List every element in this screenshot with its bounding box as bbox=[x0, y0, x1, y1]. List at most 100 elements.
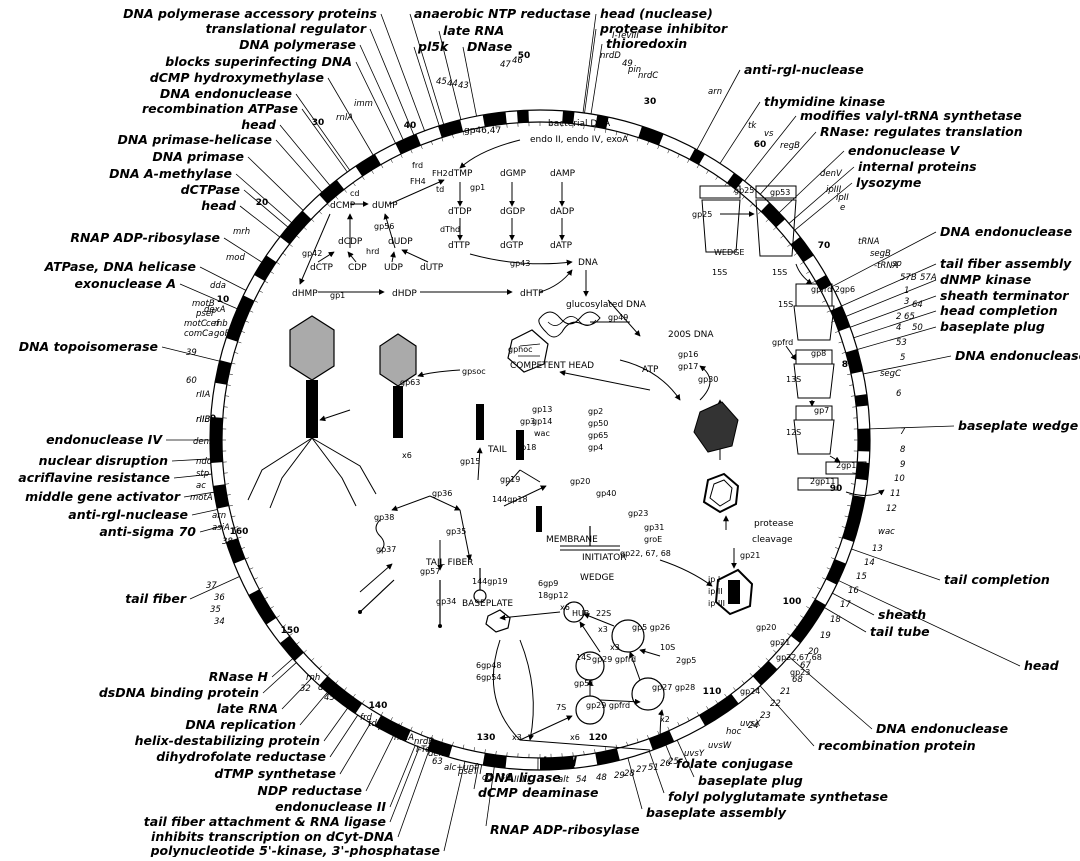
ring-tick bbox=[336, 196, 339, 199]
pathway-label: glucosylated DNA bbox=[566, 300, 647, 310]
gene-product-label: gp43 bbox=[510, 259, 530, 268]
gene-product-label: groE bbox=[644, 535, 662, 544]
gene-product-label: 18gp12 bbox=[538, 591, 569, 600]
function-label: DNA topoisomerase bbox=[19, 339, 158, 354]
function-label: helix-destabilizing protein bbox=[135, 733, 320, 748]
ring-tick bbox=[716, 700, 718, 703]
gene-product-label: FH4 bbox=[410, 177, 426, 186]
gene-segment bbox=[842, 495, 865, 542]
gene-mark: rIIA bbox=[196, 390, 211, 400]
gene-mark: 11 bbox=[890, 489, 901, 499]
leader-line bbox=[390, 745, 415, 807]
function-label: middle gene activator bbox=[25, 489, 181, 504]
ring-tick bbox=[411, 727, 413, 731]
gene-mark: 63 bbox=[432, 757, 443, 767]
gene-mark: 19 bbox=[820, 631, 831, 641]
ring-tick bbox=[227, 495, 231, 496]
arrow-to-prohead bbox=[660, 560, 712, 586]
ring-tick bbox=[442, 739, 443, 743]
function-label: RNAP ADP-ribosylase bbox=[70, 230, 220, 245]
gene-product-label: gp65 bbox=[588, 431, 608, 440]
arrow-full-head-to-competent bbox=[560, 372, 650, 390]
function-label: dTMP synthetase bbox=[214, 766, 336, 781]
function-label: internal proteins bbox=[858, 159, 977, 174]
function-label: head bbox=[1024, 658, 1060, 673]
ring-tick bbox=[847, 505, 851, 506]
complete-phage-left bbox=[248, 316, 376, 508]
ring-tick bbox=[344, 687, 346, 690]
map-position-tick: 150 bbox=[281, 626, 300, 636]
ring-tick bbox=[706, 706, 708, 709]
left-function-labels: DNA polymerase accessory proteinstransla… bbox=[18, 6, 440, 857]
ring-tick bbox=[241, 331, 245, 332]
gene-mark: 7 bbox=[900, 427, 906, 437]
gene-product-label: 7S bbox=[556, 703, 566, 712]
gene-product-label: WEDGE bbox=[714, 248, 744, 257]
ring-tick bbox=[265, 281, 268, 283]
gene-mark: rnlA bbox=[336, 113, 353, 123]
gene-mark: 25 bbox=[668, 757, 679, 767]
gene-mark: 12 bbox=[886, 504, 897, 514]
gene-product-label: cd bbox=[350, 189, 359, 198]
ring-tick bbox=[616, 745, 617, 749]
gene-mark: 57A bbox=[920, 273, 937, 283]
gene-product-label: ip II bbox=[708, 587, 723, 596]
gene-mark: 43 bbox=[458, 81, 469, 91]
gene-mark: 47 bbox=[500, 60, 511, 70]
function-label: anti-sigma 70 bbox=[99, 524, 196, 539]
pathway-label: dUTP bbox=[420, 263, 444, 273]
gene-product-label: gp38 bbox=[374, 513, 394, 522]
gene-mark: 13 bbox=[872, 544, 883, 554]
gene-mark: motA bbox=[190, 493, 213, 503]
function-label: pl5k bbox=[417, 39, 449, 54]
leader-line bbox=[583, 14, 596, 113]
pathway-label: dAMP bbox=[550, 169, 576, 179]
gene-mark: 57B bbox=[900, 273, 917, 283]
ring-tick bbox=[849, 385, 853, 386]
gene-mark: dda bbox=[318, 683, 334, 693]
ring-tick bbox=[231, 516, 235, 517]
gene-segment bbox=[517, 110, 529, 123]
ring-tick bbox=[238, 537, 242, 538]
gene-product-label: frd bbox=[412, 161, 423, 170]
ring-tick bbox=[234, 352, 238, 353]
ring-tick bbox=[229, 505, 233, 506]
function-label: head bbox=[201, 198, 237, 213]
gene-mark: 14 bbox=[864, 558, 875, 568]
ring-tick bbox=[742, 681, 745, 684]
ring-tick bbox=[311, 658, 314, 661]
function-label: head bbox=[241, 117, 277, 132]
ring-tick bbox=[845, 516, 849, 517]
function-label: late RNA bbox=[443, 23, 504, 38]
gene-mark: 45 bbox=[324, 693, 335, 703]
ring-tick bbox=[353, 694, 355, 697]
function-label: modifies valyl-tRNA synthetase bbox=[800, 108, 1022, 123]
ring-tick bbox=[697, 712, 699, 715]
pathway-label: dTTP bbox=[448, 241, 471, 251]
function-label: endonuclease IV bbox=[46, 432, 163, 447]
gene-mark: 17 bbox=[840, 600, 851, 610]
pathway-label: cleavage bbox=[752, 535, 793, 545]
gene-mark: 16 bbox=[848, 586, 859, 596]
pathway-label: dATP bbox=[550, 241, 573, 251]
ring-tick bbox=[319, 211, 322, 214]
gene-mark: nrdD bbox=[600, 51, 621, 61]
function-label: recombination protein bbox=[818, 738, 976, 753]
ring-tick bbox=[787, 244, 790, 246]
gene-mark: 50 bbox=[912, 323, 923, 333]
pathway-label: dGTP bbox=[500, 241, 524, 251]
ring-tick bbox=[362, 176, 364, 179]
ring-tick bbox=[296, 642, 299, 645]
ring-tick bbox=[353, 183, 355, 186]
gene-product-label: 2gp5 bbox=[676, 656, 696, 665]
leader-line bbox=[360, 45, 403, 140]
gene-segment bbox=[699, 694, 739, 726]
gene-product-label: gp23 bbox=[628, 509, 648, 518]
ring-tick bbox=[822, 301, 826, 303]
gene-product-label: gp37 bbox=[376, 545, 396, 554]
gene-mark: 15 bbox=[856, 572, 867, 582]
function-label: translational regulator bbox=[206, 21, 367, 36]
function-label: thymidine kinase bbox=[764, 94, 885, 109]
gene-product-label: gp4 bbox=[588, 443, 603, 452]
